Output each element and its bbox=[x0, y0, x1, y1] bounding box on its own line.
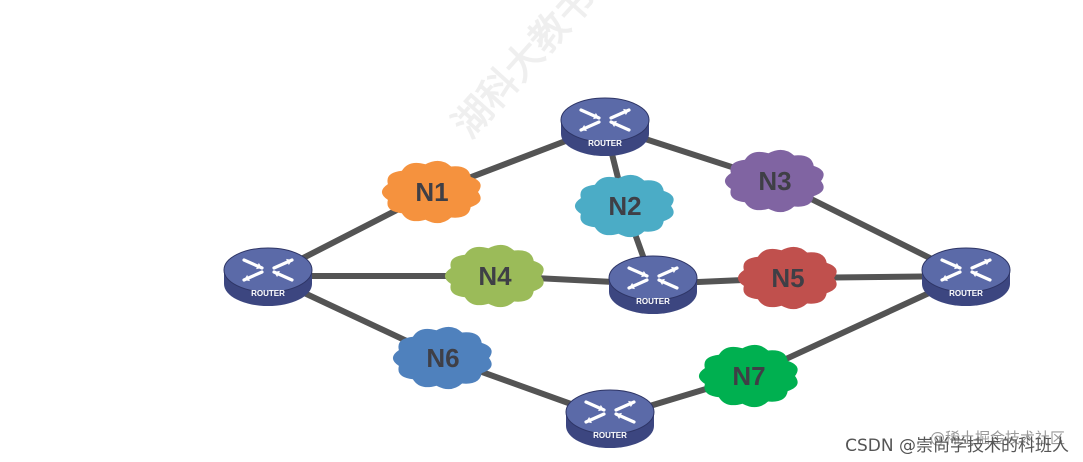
credit-overlay: @稀土掘金技术社区 bbox=[929, 429, 1065, 447]
network-n7-cloud: N7 bbox=[698, 344, 798, 408]
cloud-icon bbox=[574, 174, 674, 238]
network-label: N6 bbox=[426, 343, 459, 373]
router-icon bbox=[921, 247, 1011, 306]
router-label: ROUTER bbox=[636, 297, 670, 306]
network-label: N4 bbox=[478, 261, 512, 291]
credit-text: CSDN @崇尚学技术的科班人 bbox=[845, 436, 1069, 456]
router-mid: ROUTER bbox=[608, 255, 698, 314]
router-icon bbox=[565, 389, 655, 448]
cloud-icon bbox=[381, 160, 481, 224]
network-label: N3 bbox=[758, 166, 791, 196]
network-label: N1 bbox=[415, 177, 448, 207]
routers-layer: ROUTER ROUTER ROUTER ROUTER ROUTER bbox=[223, 97, 1011, 448]
network-label: N2 bbox=[608, 191, 641, 221]
router-icon bbox=[560, 97, 650, 156]
router-left: ROUTER bbox=[223, 247, 313, 306]
cloud-icon bbox=[724, 149, 824, 213]
network-n5-cloud: N5 bbox=[737, 246, 837, 310]
cloud-icon bbox=[737, 246, 837, 310]
router-label: ROUTER bbox=[593, 431, 627, 440]
router-top: ROUTER bbox=[560, 97, 650, 156]
watermark: 湖科大教书匠 https://space.bilibili.com https:… bbox=[444, 0, 1083, 146]
router-label: ROUTER bbox=[251, 289, 285, 298]
router-bottom: ROUTER bbox=[565, 389, 655, 448]
network-n4-cloud: N4 bbox=[444, 244, 544, 308]
cloud-icon bbox=[392, 326, 492, 390]
network-n6-cloud: N6 bbox=[392, 326, 492, 390]
network-label: N5 bbox=[771, 263, 804, 293]
router-icon bbox=[223, 247, 313, 306]
network-n1-cloud: N1 bbox=[381, 160, 481, 224]
router-label: ROUTER bbox=[588, 139, 622, 148]
cloud-icon bbox=[698, 344, 798, 408]
network-label: N7 bbox=[732, 361, 765, 391]
router-icon bbox=[608, 255, 698, 314]
cloud-icon bbox=[444, 244, 544, 308]
router-label: ROUTER bbox=[949, 289, 983, 298]
router-right: ROUTER bbox=[921, 247, 1011, 306]
network-n3-cloud: N3 bbox=[724, 149, 824, 213]
network-n2-cloud: N2 bbox=[574, 174, 674, 238]
watermark-text: 湖科大教书匠 https://space.bilibili.com https:… bbox=[444, 0, 1083, 146]
